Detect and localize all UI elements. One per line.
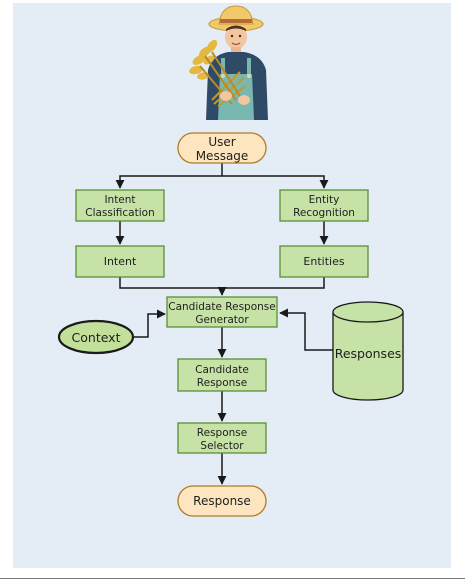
connectors — [115, 163, 333, 485]
node-label: Generator — [195, 314, 249, 326]
entity-recognition-node: Entity Recognition — [279, 189, 369, 222]
candidate-response-generator-node: Candidate Response Generator — [166, 296, 278, 328]
intent-node: Intent — [75, 245, 165, 278]
bottom-divider — [0, 578, 465, 579]
user-message-node: User Message — [177, 132, 267, 164]
node-label: Response — [193, 494, 251, 508]
candidate-response-node: Candidate Response — [177, 358, 267, 392]
node-label: Intent — [104, 194, 135, 206]
responses-database-node: Responses — [332, 301, 404, 401]
arrow-to-intent-classification — [115, 175, 222, 189]
node-label: Candidate — [195, 364, 249, 376]
arrow-to-entity-recognition — [222, 175, 329, 189]
farmer-with-wheat-icon — [189, 5, 268, 120]
node-label: Message — [196, 149, 249, 163]
entities-node: Entities — [279, 245, 369, 278]
arrow-from-responses-db — [279, 308, 333, 351]
merge-line — [119, 277, 325, 289]
node-label: Response — [197, 427, 247, 439]
node-label: Classification — [85, 207, 154, 219]
arrow-from-context — [134, 309, 166, 338]
response-selector-node: Response Selector — [177, 422, 267, 454]
node-label: Entities — [303, 255, 344, 268]
context-node: Context — [57, 319, 135, 355]
response-node: Response — [177, 485, 267, 517]
node-label: Response — [197, 377, 247, 389]
node-label: Context — [72, 330, 121, 345]
node-label: Intent — [104, 255, 137, 268]
node-label: Recognition — [293, 207, 355, 219]
node-label: Responses — [335, 346, 402, 361]
intent-classification-node: Intent Classification — [75, 189, 165, 222]
node-label: Selector — [200, 440, 244, 452]
node-label: Candidate Response — [168, 301, 275, 313]
node-label: User — [208, 135, 235, 149]
node-label: Entity — [309, 194, 340, 206]
